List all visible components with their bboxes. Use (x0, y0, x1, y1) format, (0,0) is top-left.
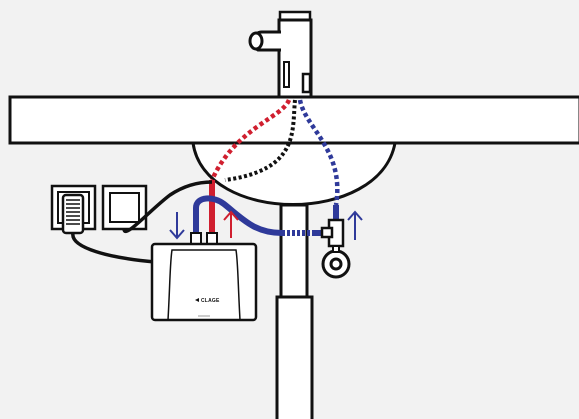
drain-connection-dotted (224, 99, 297, 182)
plug-adapter (61, 193, 85, 235)
arrow-up-icon (347, 210, 363, 240)
heater-brand-label: CLAGE (201, 298, 220, 304)
sink-basin (191, 141, 397, 206)
faucet-lever (301, 72, 312, 94)
angle-valve-stem (332, 245, 340, 253)
heater-connector-left (190, 232, 202, 245)
arrow-up-icon (223, 210, 239, 238)
heater-body (150, 242, 258, 322)
faucet-aerator (248, 31, 264, 51)
hot-water-hose-dashed (209, 98, 292, 181)
pedestal-upper (279, 203, 309, 299)
pedestal-lower (275, 295, 314, 419)
power-cable (71, 232, 156, 264)
faucet (248, 10, 313, 99)
countertop (8, 95, 579, 145)
heater-logo-icon (195, 298, 199, 302)
cold-water-pipe-loop (193, 195, 283, 238)
cold-water-hose-dashed (297, 99, 340, 206)
angle-valve-handle-center (329, 257, 343, 271)
angle-valve-outlet (320, 226, 334, 239)
switch-cable (122, 180, 213, 233)
heater-connector-right (206, 232, 218, 245)
heater-front-panel (167, 249, 241, 321)
water-heater: CLAGE (150, 232, 258, 322)
faucet-sensor-window (283, 61, 290, 88)
arrow-down-icon (169, 212, 185, 240)
angle-valve (320, 218, 351, 279)
wall-switch-inner (109, 192, 140, 223)
